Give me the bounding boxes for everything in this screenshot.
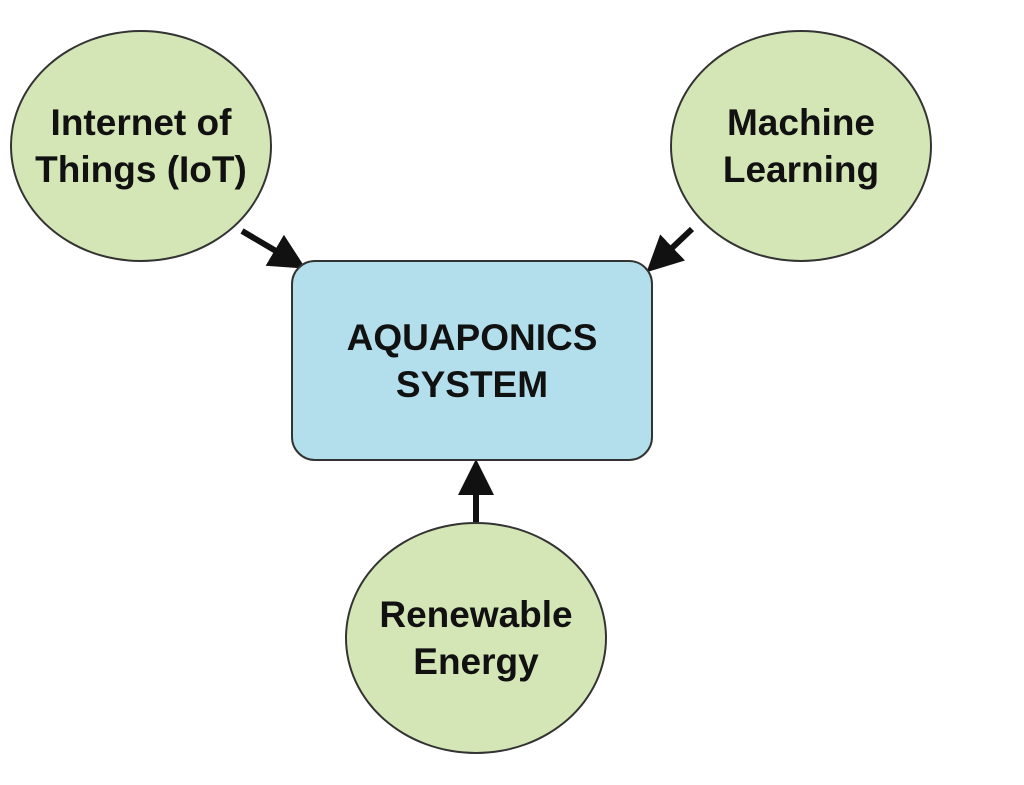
node-aqua-line1: AQUAPONICS	[346, 316, 598, 358]
node-machine-learning: Machine Learning	[670, 30, 932, 262]
node-ml-line2: Learning	[722, 149, 880, 190]
arrow-ml-to-aqua	[646, 226, 695, 273]
node-aquaponics-system: AQUAPONICS SYSTEM	[291, 260, 653, 461]
node-re-line2: Energy	[413, 641, 539, 682]
node-re-line1: Renewable	[379, 594, 573, 635]
node-internet-of-things: Internet of Things (IoT)	[10, 30, 272, 262]
arrow-iot-to-aqua	[240, 228, 306, 269]
node-iot-line2: Things (IoT)	[35, 149, 247, 190]
node-ml-line1: Machine	[726, 102, 876, 143]
node-renewable-energy: Renewable Energy	[345, 522, 607, 754]
node-aqua-line2: SYSTEM	[395, 363, 549, 405]
node-iot-line1: Internet of	[50, 102, 232, 143]
